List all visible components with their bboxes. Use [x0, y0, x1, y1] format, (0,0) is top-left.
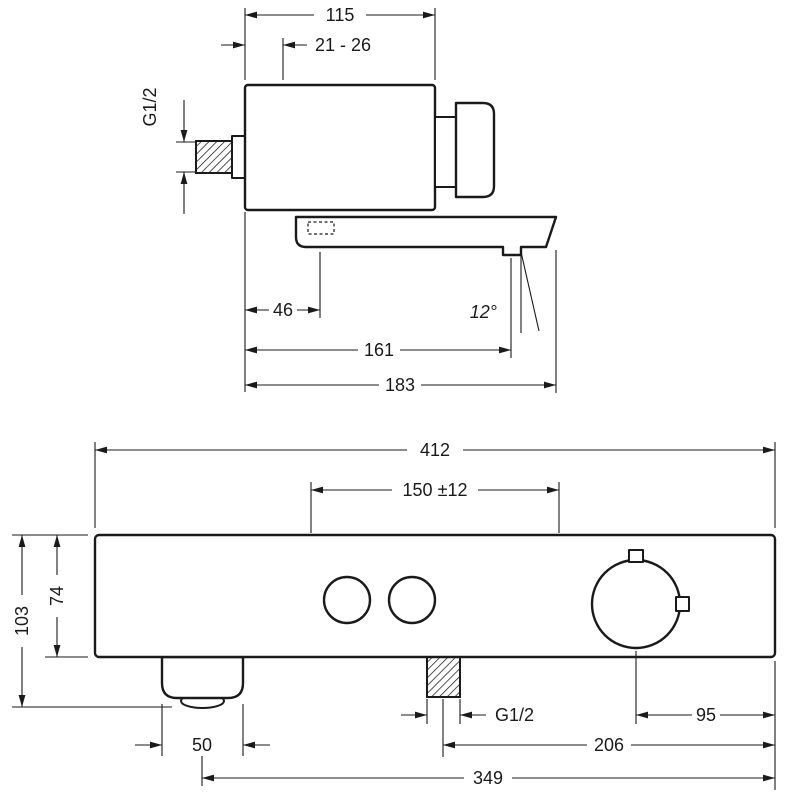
dim-outlet-reach-label: 161: [364, 340, 394, 360]
dim-knob-to-edge-bg: [692, 706, 720, 724]
tub-outlet-block: [160, 655, 245, 700]
dim-total-width-bg: [407, 441, 463, 459]
dim-spout-screw-label: 46: [273, 300, 293, 320]
dim-body-height: 74: [45, 535, 88, 658]
wall-thread-connector-side: [195, 140, 233, 174]
dim-thread-side-label: G1/2: [140, 87, 160, 126]
dim-outlet-to-edge-bg: [464, 769, 512, 787]
dim-total-height-bg: [13, 595, 31, 647]
dim-knob-to-edge: 95: [635, 651, 775, 725]
dim-thread-side: G1/2: [140, 87, 196, 214]
dim-thread-front-label: G1/2: [495, 705, 534, 725]
handle-knob-side: [454, 101, 496, 199]
dim-outlet-width: 50: [135, 704, 270, 756]
dim-total-height-label: 103: [12, 606, 32, 636]
dim-connection-spacing-label: 150 ±12: [403, 480, 468, 500]
mixer-body-side: [243, 83, 437, 212]
dim-outlet-to-edge: 349: [201, 756, 775, 788]
dim-angle-label: 12°: [470, 302, 497, 322]
temperature-knob: [590, 558, 682, 650]
dim-outlet-reach: 161: [245, 258, 512, 360]
handle-stem-side: [434, 116, 457, 188]
dim-connection-spacing: 150 ±12: [310, 480, 560, 533]
bottom-inlet-connector: [426, 656, 461, 698]
dim-spout-angle: 12°: [470, 251, 540, 333]
dim-body-height-label: 74: [47, 586, 67, 606]
dim-total-reach-label: 183: [385, 375, 415, 395]
select-button-right: [387, 575, 437, 625]
dim-body-height-bg: [48, 575, 66, 617]
dim-spout-screw: 46: [245, 252, 321, 320]
dim-outlet-width-label: 50: [192, 735, 212, 755]
dim-total-width-label: 412: [420, 440, 450, 460]
dim-total-width: 412: [94, 440, 776, 528]
knob-right-tab: [675, 596, 690, 612]
dim-inlet-to-edge: 206: [442, 699, 775, 757]
dim-body-width-label: 115: [326, 5, 355, 25]
dim-thread-front: G1/2: [401, 699, 534, 725]
dim-knob-to-edge-label: 95: [696, 705, 716, 725]
dim-total-reach: 183: [245, 250, 557, 395]
dim-connection-spacing-bg: [392, 481, 478, 499]
dim-outlet-reach-bg: [358, 341, 400, 359]
spout-side: [294, 215, 558, 257]
select-button-left: [322, 575, 372, 625]
dim-body-width-bg: [314, 6, 366, 24]
dim-outlet-to-edge-label: 349: [473, 768, 503, 788]
knob-top-tab: [628, 549, 644, 563]
dim-spout-screw-bg: [269, 301, 297, 319]
dim-inlet-to-edge-bg: [587, 736, 631, 754]
dim-total-height: 103: [12, 534, 172, 708]
dim-total-reach-bg: [379, 376, 421, 394]
dim-inlet-to-edge-label: 206: [594, 735, 624, 755]
front-view: 412 150 ±12 103 74: [12, 440, 777, 790]
dim-body-width: 115: [244, 5, 436, 80]
hidden-fastener-detail: [307, 221, 335, 235]
dim-wall-distance: 21 - 26: [221, 35, 371, 80]
dim-wall-distance-label: 21 - 26: [315, 35, 371, 55]
side-view: 12° 115 21 - 26 G1/2: [140, 5, 558, 395]
dim-outlet-width-bg: [188, 736, 217, 754]
